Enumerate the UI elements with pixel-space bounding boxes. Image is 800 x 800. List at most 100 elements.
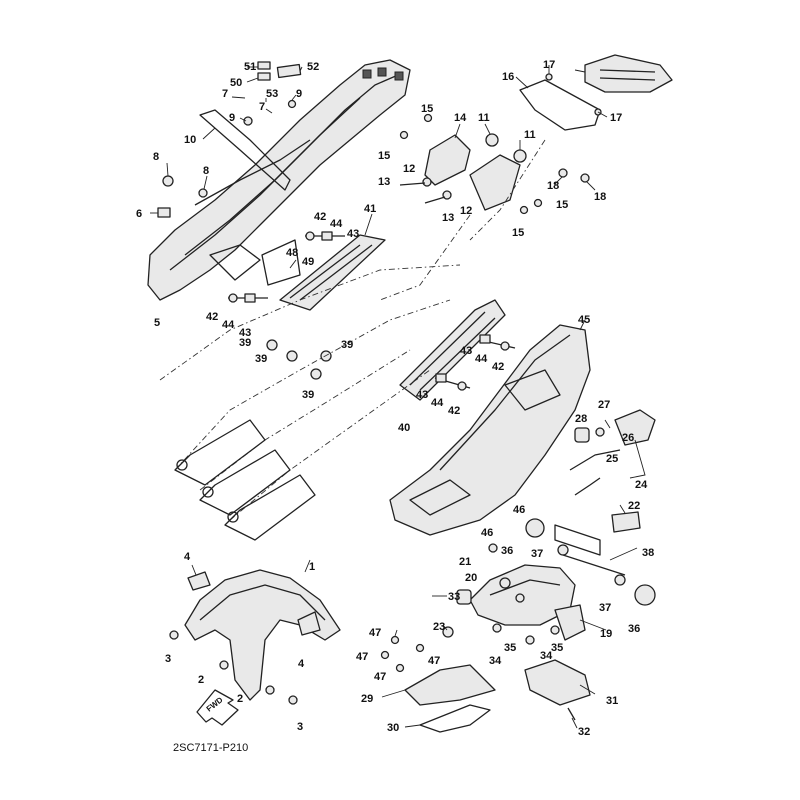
callout-6: 6 <box>136 208 142 220</box>
bolt-set-right-lower <box>434 373 471 391</box>
callout-35: 35 <box>504 642 516 654</box>
callout-10: 10 <box>184 134 196 146</box>
callout-14: 14 <box>454 112 467 124</box>
callout-28: 28 <box>575 413 587 425</box>
seat-bracket-41 <box>279 234 386 311</box>
callout-39: 39 <box>255 353 267 365</box>
callout-36: 36 <box>628 623 640 635</box>
callout-43: 43 <box>239 327 251 339</box>
bolt-set-upper <box>305 231 345 241</box>
callout-43: 43 <box>347 228 359 240</box>
callout-26: 26 <box>622 432 634 444</box>
callout-48: 48 <box>286 247 298 259</box>
callout-39: 39 <box>341 339 353 351</box>
callout-41: 41 <box>364 203 376 215</box>
callout-16: 16 <box>502 71 514 83</box>
callout-50: 50 <box>230 77 242 89</box>
callout-23: 23 <box>433 621 445 633</box>
callout-37: 37 <box>531 548 543 560</box>
callout-4: 4 <box>184 551 191 563</box>
callout-22: 22 <box>628 500 640 512</box>
leader-lines <box>150 65 646 729</box>
callout-17: 17 <box>610 112 622 124</box>
callout-35: 35 <box>551 642 563 654</box>
callout-37: 37 <box>599 602 611 614</box>
plate-bracket-assembly <box>399 113 543 215</box>
callout-44: 44 <box>475 353 488 365</box>
callout-32: 32 <box>578 726 590 738</box>
callout-39: 39 <box>239 337 251 349</box>
callout-7: 7 <box>222 88 228 100</box>
callout-39: 39 <box>302 389 314 401</box>
bracket-ghost-line <box>379 214 471 301</box>
inner-fender-45 <box>389 324 591 536</box>
tail-cowl-assembly <box>147 59 411 301</box>
callout-2: 2 <box>237 693 243 705</box>
callout-4: 4 <box>298 658 305 670</box>
callout-46: 46 <box>481 527 493 539</box>
callout-47: 47 <box>428 655 440 667</box>
fwd-arrow: FWD <box>196 689 239 726</box>
callout-46: 46 <box>513 504 525 516</box>
callout-3: 3 <box>165 653 171 665</box>
callout-51: 51 <box>244 61 256 73</box>
plate-holder-31 <box>492 623 591 721</box>
callout-33: 33 <box>448 591 460 603</box>
callout-43: 43 <box>416 389 428 401</box>
callouts: 51 52 50 7 53 9 7 9 10 8 8 6 5 42 44 43 … <box>136 59 654 738</box>
callout-29: 29 <box>361 693 373 705</box>
bracket-ghost-line-2 <box>469 139 546 241</box>
callout-31: 31 <box>606 695 618 707</box>
callout-40: 40 <box>398 422 410 434</box>
callout-17: 17 <box>543 59 555 71</box>
callout-20: 20 <box>465 572 477 584</box>
callout-25: 25 <box>606 453 618 465</box>
callout-12: 12 <box>460 205 472 217</box>
reflector-assembly <box>525 511 656 606</box>
callout-13: 13 <box>442 212 454 224</box>
callout-42: 42 <box>206 311 218 323</box>
callout-11: 11 <box>478 112 490 124</box>
callout-21: 21 <box>459 556 471 568</box>
callout-18: 18 <box>594 191 606 203</box>
callout-44: 44 <box>222 319 235 331</box>
grommets-39 <box>266 339 332 380</box>
lower-bracket-30 <box>419 704 491 733</box>
seat-bracket-40 <box>399 299 506 401</box>
callout-45: 45 <box>578 314 590 326</box>
bolt-set-lower <box>228 293 268 303</box>
callout-7: 7 <box>259 101 265 113</box>
callout-12: 12 <box>403 163 415 175</box>
callout-3: 3 <box>297 721 303 733</box>
callout-44: 44 <box>431 397 444 409</box>
callout-53: 53 <box>266 88 278 100</box>
diagram-code: 2SC7171-P210 <box>173 742 248 754</box>
callout-8: 8 <box>203 165 209 177</box>
callout-13: 13 <box>378 176 390 188</box>
callout-47: 47 <box>374 671 386 683</box>
callout-42: 42 <box>314 211 326 223</box>
callout-42: 42 <box>492 361 504 373</box>
callout-47: 47 <box>369 627 381 639</box>
callout-15: 15 <box>421 103 433 115</box>
callout-1: 1 <box>309 561 315 573</box>
turn-signal-assembly <box>569 409 656 496</box>
rear-fender-19 <box>442 543 586 641</box>
callout-38: 38 <box>642 547 654 559</box>
callout-36: 36 <box>501 545 513 557</box>
callout-9: 9 <box>296 88 302 100</box>
front-fender-1 <box>169 569 341 705</box>
lower-bracket-29 <box>380 635 496 706</box>
callout-5: 5 <box>154 317 160 329</box>
callout-24: 24 <box>635 479 648 491</box>
callout-47: 47 <box>356 651 368 663</box>
callout-2: 2 <box>198 674 204 686</box>
callout-42: 42 <box>448 405 460 417</box>
callout-15: 15 <box>512 227 524 239</box>
callout-18: 18 <box>547 180 559 192</box>
callout-30: 30 <box>387 722 399 734</box>
callout-49: 49 <box>302 256 314 268</box>
callout-9: 9 <box>229 112 235 124</box>
callout-19: 19 <box>600 628 612 640</box>
